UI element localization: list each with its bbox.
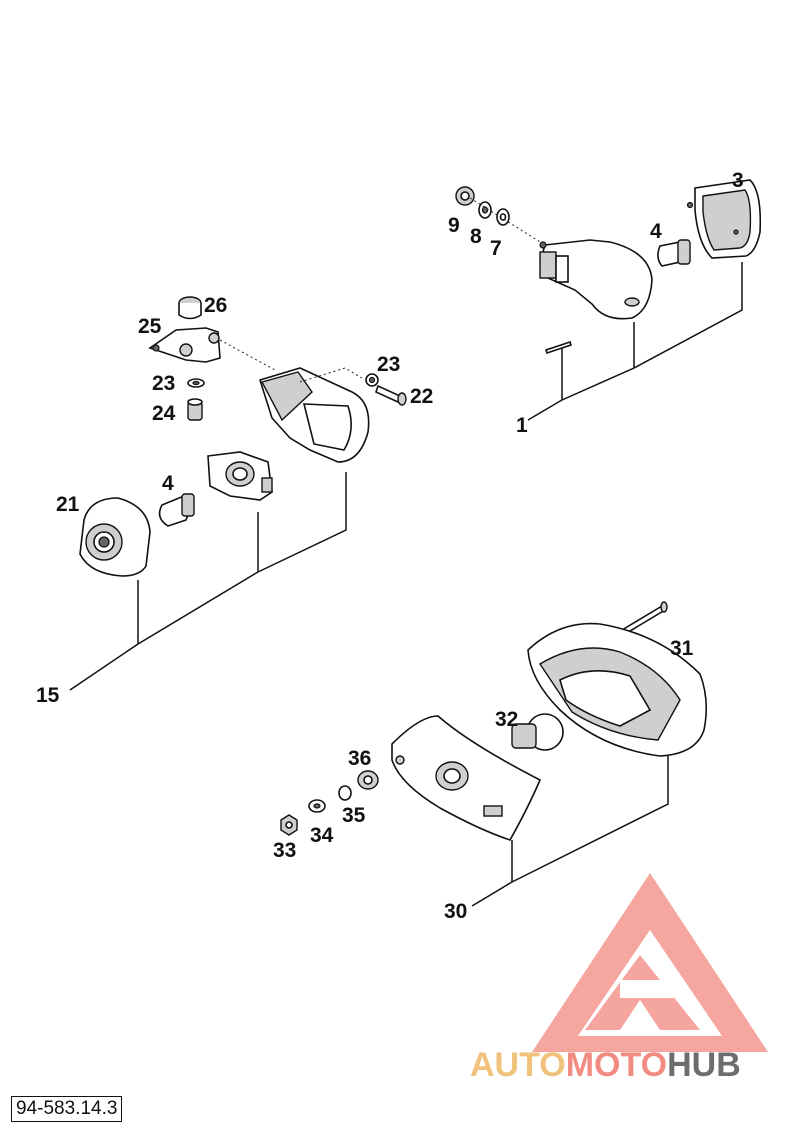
callout-4b: 4 [162,472,174,495]
watermark-logo [532,873,768,1052]
part-lens-3 [686,179,762,259]
part-spacer-36 [357,770,379,790]
callout-32: 32 [495,708,518,731]
part-taillight-lens-31 [527,622,708,757]
callout-3: 3 [732,169,744,192]
callout-25: 25 [138,315,162,338]
callout-23a: 23 [377,353,400,376]
part-screw-22 [375,384,407,406]
part-washer-34 [308,799,326,813]
turn-signal-assembly-15 [69,296,407,691]
part-bulb-32 [511,713,564,751]
callout-33: 33 [273,839,296,862]
callout-22: 22 [410,385,433,408]
tail-light-assembly-30 [280,601,708,907]
part-socket [207,451,273,501]
part-nut-33 [280,814,298,836]
callout-24: 24 [152,402,176,425]
watermark-text: AUTOMOTOHUB [470,1046,741,1084]
callout-23b: 23 [152,372,175,395]
part-bulb-4a [657,239,691,267]
part-bulb-4b [158,493,195,527]
part-washer-23b [365,373,379,387]
part-washer-23 [187,378,205,388]
part-bracket-25 [148,327,221,363]
turn-signal-assembly-1 [455,179,762,421]
callout-34: 34 [310,824,334,847]
callout-31: 31 [670,637,694,660]
part-turn-signal-housing-15 [258,367,370,463]
callout-8: 8 [470,225,482,248]
part-base-plate [391,715,542,841]
callout-15: 15 [36,684,60,707]
part-cap-26 [178,296,202,320]
callout-30: 30 [444,900,467,923]
callout-9: 9 [448,214,460,237]
part-nut-9 [455,186,475,206]
callout-26: 26 [204,294,227,317]
part-bushing-35 [338,785,352,801]
part-lens-21 [79,497,151,577]
callout-36: 36 [348,747,371,770]
callout-21: 21 [56,493,80,516]
part-turn-signal-housing [539,239,653,320]
callout-1: 1 [516,414,528,437]
part-screw [544,340,573,355]
callout-labels: 1 3 4 7 8 9 15 4 21 22 23 23 24 25 26 30… [36,169,744,923]
part-screw-24 [187,398,203,421]
part-washer-7 [496,208,510,226]
part-long-screw [620,601,668,636]
callout-35: 35 [342,804,366,827]
diagram-reference-number: 94-583.14.3 [11,1096,123,1122]
callout-4a: 4 [650,220,662,243]
callout-7: 7 [490,237,502,260]
part-washer-8 [478,201,492,219]
